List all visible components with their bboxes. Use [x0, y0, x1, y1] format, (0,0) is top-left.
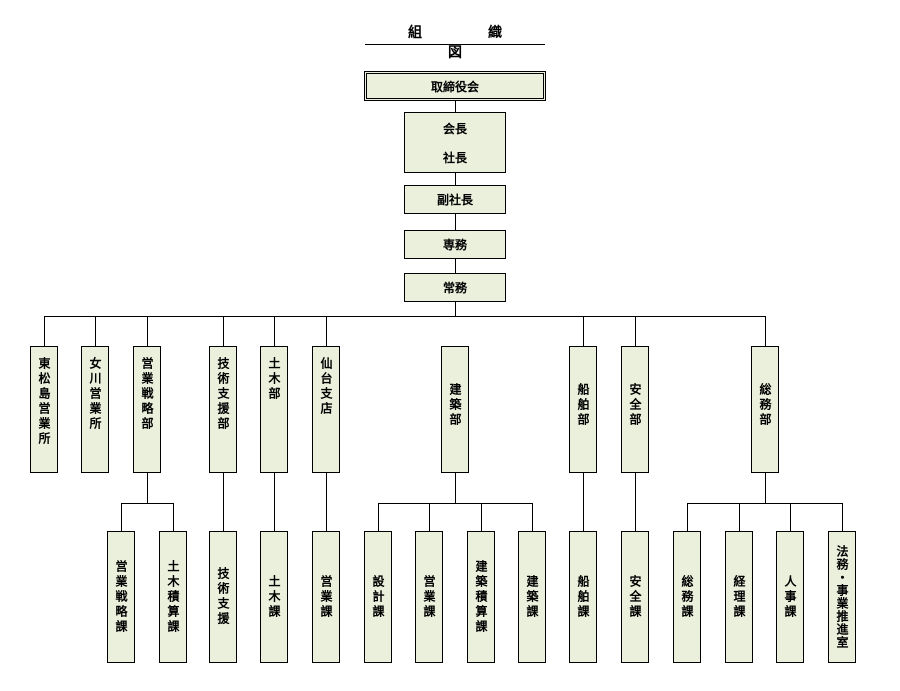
department-label: 技術支援部 [216, 357, 230, 432]
senior-md-box: 専務 [404, 230, 506, 259]
connector [765, 473, 766, 503]
department-box: 女川営業所 [81, 346, 109, 473]
section-bus [378, 503, 533, 504]
connector [455, 214, 456, 230]
department-label: 仙台支店 [319, 357, 333, 417]
department-label: 土木部 [267, 357, 281, 402]
connector [326, 473, 327, 531]
board-of-directors-box: 取締役会 [364, 71, 546, 101]
department-box: 技術支援部 [209, 346, 237, 473]
connector [326, 316, 327, 346]
department-box: 安全部 [621, 346, 649, 473]
connector [635, 473, 636, 531]
department-label: 総務部 [758, 383, 772, 428]
md-box: 常務 [404, 273, 506, 302]
connector [455, 302, 456, 316]
org-chart-title: 組 織 図 [408, 25, 568, 61]
section-box: 総務課 [673, 531, 701, 663]
section-bus [121, 503, 173, 504]
connector [687, 503, 688, 531]
section-label: 営業課 [319, 574, 333, 620]
section-box: 技術支援 [209, 531, 237, 663]
connector [842, 503, 843, 531]
connector [429, 503, 430, 531]
senior-md-label: 専務 [442, 238, 467, 252]
section-box: 営業課 [312, 531, 340, 663]
vice-president-box: 副社長 [404, 185, 506, 214]
vice-president-label: 副社長 [436, 193, 473, 207]
department-label: 安全部 [628, 383, 642, 428]
department-box: 建築部 [441, 346, 469, 473]
president-label: 社長 [442, 150, 467, 165]
section-box: 設計課 [364, 531, 392, 663]
section-label: 経理課 [732, 574, 746, 620]
section-label: 土木積算課 [166, 559, 180, 635]
section-label: 船舶課 [576, 574, 590, 620]
connector [739, 503, 740, 531]
section-label: 技術支援 [216, 567, 230, 627]
section-label: 建築課 [525, 574, 539, 620]
connector [274, 473, 275, 531]
department-box: 仙台支店 [312, 346, 340, 473]
md-label: 常務 [442, 281, 467, 295]
connector [635, 316, 636, 346]
section-label: 人事課 [783, 574, 797, 620]
department-label: 営業戦略部 [140, 357, 154, 432]
connector [44, 316, 45, 346]
section-box: 経理課 [725, 531, 753, 663]
title-underline [365, 44, 545, 45]
connector [95, 316, 96, 346]
section-box: 営業課 [415, 531, 443, 663]
department-label: 建築部 [448, 383, 462, 428]
department-box: 営業戦略部 [133, 346, 161, 473]
section-box: 人事課 [776, 531, 804, 663]
chairman-president-box: 会長 社長 [404, 112, 506, 173]
section-label: 建築積算課 [474, 559, 488, 635]
connector [765, 316, 766, 346]
section-box: 土木積算課 [159, 531, 187, 663]
connector [583, 316, 584, 346]
section-label: 土木課 [267, 574, 281, 620]
section-box: 船舶課 [569, 531, 597, 663]
connector [532, 503, 533, 531]
department-label: 東松島営業所 [37, 357, 51, 447]
connector [455, 100, 456, 112]
connector [455, 473, 456, 503]
connector [583, 473, 584, 531]
connector [223, 316, 224, 346]
section-box: 土木課 [260, 531, 288, 663]
section-label: 総務課 [680, 574, 694, 620]
department-label: 女川営業所 [88, 357, 102, 432]
connector [173, 503, 174, 531]
section-label: 法務・事業推進室 [835, 545, 849, 649]
section-box: 建築積算課 [467, 531, 495, 663]
section-label: 設計課 [371, 574, 385, 620]
connector [147, 473, 148, 503]
section-label: 営業課 [422, 574, 436, 620]
section-label: 安全課 [628, 574, 642, 620]
department-box: 土木部 [260, 346, 288, 473]
section-box: 安全課 [621, 531, 649, 663]
section-box: 営業戦略課 [107, 531, 135, 663]
department-label: 船舶部 [576, 383, 590, 428]
section-label: 営業戦略課 [114, 559, 128, 635]
connector [147, 316, 148, 346]
connector [455, 259, 456, 273]
chairman-label: 会長 [442, 121, 467, 136]
connector [790, 503, 791, 531]
section-box: 法務・事業推進室 [828, 531, 856, 663]
section-bus [687, 503, 842, 504]
connector [121, 503, 122, 531]
department-bus [44, 316, 765, 317]
connector [481, 503, 482, 531]
connector [378, 503, 379, 531]
connector [223, 473, 224, 531]
connector [274, 316, 275, 346]
connector [455, 173, 456, 185]
department-box: 東松島営業所 [30, 346, 58, 473]
department-box: 船舶部 [569, 346, 597, 473]
board-label: 取締役会 [430, 79, 479, 94]
section-box: 建築課 [518, 531, 546, 663]
department-box: 総務部 [751, 346, 779, 473]
